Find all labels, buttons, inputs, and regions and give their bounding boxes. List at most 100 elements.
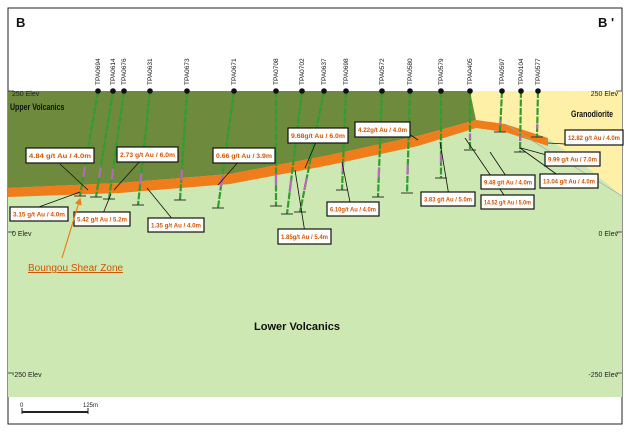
intercept-label: 1.85g/t Au / 5.4m (277, 228, 332, 245)
intercept-label: 2.73 g/t Au / 6.0m (116, 146, 179, 163)
drill-hole-id: TPA0104 (518, 58, 525, 85)
drill-hole-collar (95, 88, 101, 94)
drill-hole-trace (107, 90, 126, 200)
intercept-label-text: 5.42 g/t Au / 5.2m (77, 217, 127, 224)
drill-hole-trace (405, 90, 412, 194)
elev-left-0: 0 Elev (12, 231, 32, 238)
drill-hole-id: TPA0597 (499, 58, 506, 85)
intercept-label: 12.82 g/t Au / 4.0m (564, 129, 624, 146)
elev-right-250: 250 Elev (591, 91, 619, 98)
drill-hole-trace (376, 90, 384, 198)
intercept-label: 1.35 g/t Au / 4.0m (147, 217, 205, 233)
scale-bar-start: 0 (20, 403, 24, 409)
granodiorite-area (470, 91, 622, 196)
intercept-label-box (212, 147, 276, 164)
intercept-label-text: 13.04 g/t Au / 4.0m (543, 179, 595, 186)
drill-hole-collar (467, 88, 473, 94)
upper-volcanics-label: Upper Volcanics (10, 102, 65, 112)
intercept-label-text: 4.22g/t Au / 4.0m (358, 127, 407, 134)
drill-hole-trace (94, 90, 115, 198)
drill-hole-id: TPA0694 (95, 58, 102, 85)
intercept-label-box (9, 206, 69, 222)
drill-hole-mineralized-segment (288, 179, 293, 192)
intercept-label: 9.48 g/t Au / 4.0m (480, 174, 536, 190)
intercept-label-text: 9.68g/t Au / 6.0m (291, 133, 345, 140)
drill-hole: TPA0676 (103, 58, 128, 200)
intercept-label-box (544, 151, 601, 167)
drill-hole-collar (407, 88, 413, 94)
intercept-label: 9.68g/t Au / 6.0m (287, 127, 349, 144)
intercept-label: 3.15 g/t Au / 4.0m (9, 206, 69, 222)
drill-hole-id: TPA0698 (343, 58, 350, 85)
drill-hole: TPA0673 (174, 58, 191, 201)
drill-hole-trace (216, 90, 236, 209)
drill-hole-mineralized-segment (82, 166, 87, 178)
drill-hole-collar (184, 88, 190, 94)
intercept-label: 6.10g/t Au / 4.0m (326, 201, 380, 217)
drill-hole-trace (285, 90, 304, 215)
drill-hole-collar (121, 88, 127, 94)
drill-hole: TPA0577 (531, 58, 543, 138)
intercept-label-text: 1.85g/t Au / 5.4m (281, 234, 328, 241)
drill-hole-id: TPA0579 (438, 58, 445, 85)
intercept-label-text: 2.73 g/t Au / 6.0m (120, 152, 175, 159)
section-label-left: B (16, 15, 25, 30)
drill-hole-id: TPA0577 (535, 58, 542, 85)
lower-volcanics-label: Lower Volcanics (254, 321, 340, 333)
drill-hole-collar (499, 88, 505, 94)
drill-hole-trace (535, 90, 540, 138)
drill-hole: TPA0572 (372, 58, 386, 198)
drill-hole: TPA0702 (281, 58, 306, 215)
drill-hole-collar (299, 88, 305, 94)
intercept-label-box (480, 194, 535, 210)
shear-zone-arrow (61, 197, 82, 259)
drill-hole-id: TPA0708 (273, 58, 280, 85)
drill-hole-trace (340, 90, 348, 191)
drill-hole-id: TPA0673 (184, 58, 191, 85)
intercept-label-box (25, 147, 95, 164)
drill-hole-id: TPA0676 (121, 58, 128, 85)
elev-left-250: 250 Elev (12, 91, 40, 98)
drill-hole-collar (343, 88, 349, 94)
drill-hole-mineralized-segment (97, 167, 102, 179)
intercept-label-box (420, 191, 476, 207)
drill-hole: TPA0580 (401, 58, 414, 194)
drill-hole-collar (379, 88, 385, 94)
intercept-label: 14.52 g/t Au / 5.0m (480, 194, 535, 210)
drill-hole-id: TPA0702 (299, 58, 306, 85)
drill-hole-trace (498, 90, 504, 133)
drill-hole-id: TPA0637 (321, 58, 328, 85)
upper-volcanics-area (8, 91, 476, 188)
drill-hole: TPA0104 (514, 58, 526, 153)
intercept-label-text: 9.48 g/t Au / 4.0m (484, 180, 532, 187)
drill-hole-collar (438, 88, 444, 94)
intercept-label-box (480, 174, 536, 190)
intercept-label: 3.83 g/t Au / 5.0m (420, 191, 476, 207)
drill-hole: TPA0597 (494, 58, 506, 133)
scale-bar: 0 125m (20, 403, 98, 414)
intercept-label-box (277, 228, 332, 245)
drill-hole-collar (273, 88, 279, 94)
drill-hole-collar (535, 88, 541, 94)
drill-hole-collar (110, 88, 116, 94)
drill-hole-trace (178, 90, 189, 201)
drill-hole-mineralized-segment (303, 177, 308, 191)
elev-right-0: 0 Elev (599, 231, 619, 238)
drill-hole-mineralized-segment (110, 168, 115, 180)
intercept-label-text: 4.84 g/t Au / 4.0m (29, 153, 91, 160)
intercept-label-text: 9.99 g/t Au / 7.0m (548, 157, 597, 164)
drill-hole: TPA0614 (90, 58, 117, 198)
intercept-label-text: 14.52 g/t Au / 5.0m (484, 200, 531, 207)
intercept-label-box (564, 129, 624, 146)
drill-hole-mineralized-segment (139, 172, 143, 185)
drill-hole: TPA0698 (336, 58, 350, 191)
intercept-label-text: 1.35 g/t Au / 4.0m (151, 223, 201, 230)
intercept-label: 5.42 g/t Au / 5.2m (73, 211, 131, 227)
intercept-label-box (287, 127, 349, 144)
drill-hole-id: TPA0580 (407, 58, 414, 85)
drill-hole-id: TPA0405 (467, 58, 474, 85)
drill-hole-mineralized-segment (180, 169, 184, 181)
